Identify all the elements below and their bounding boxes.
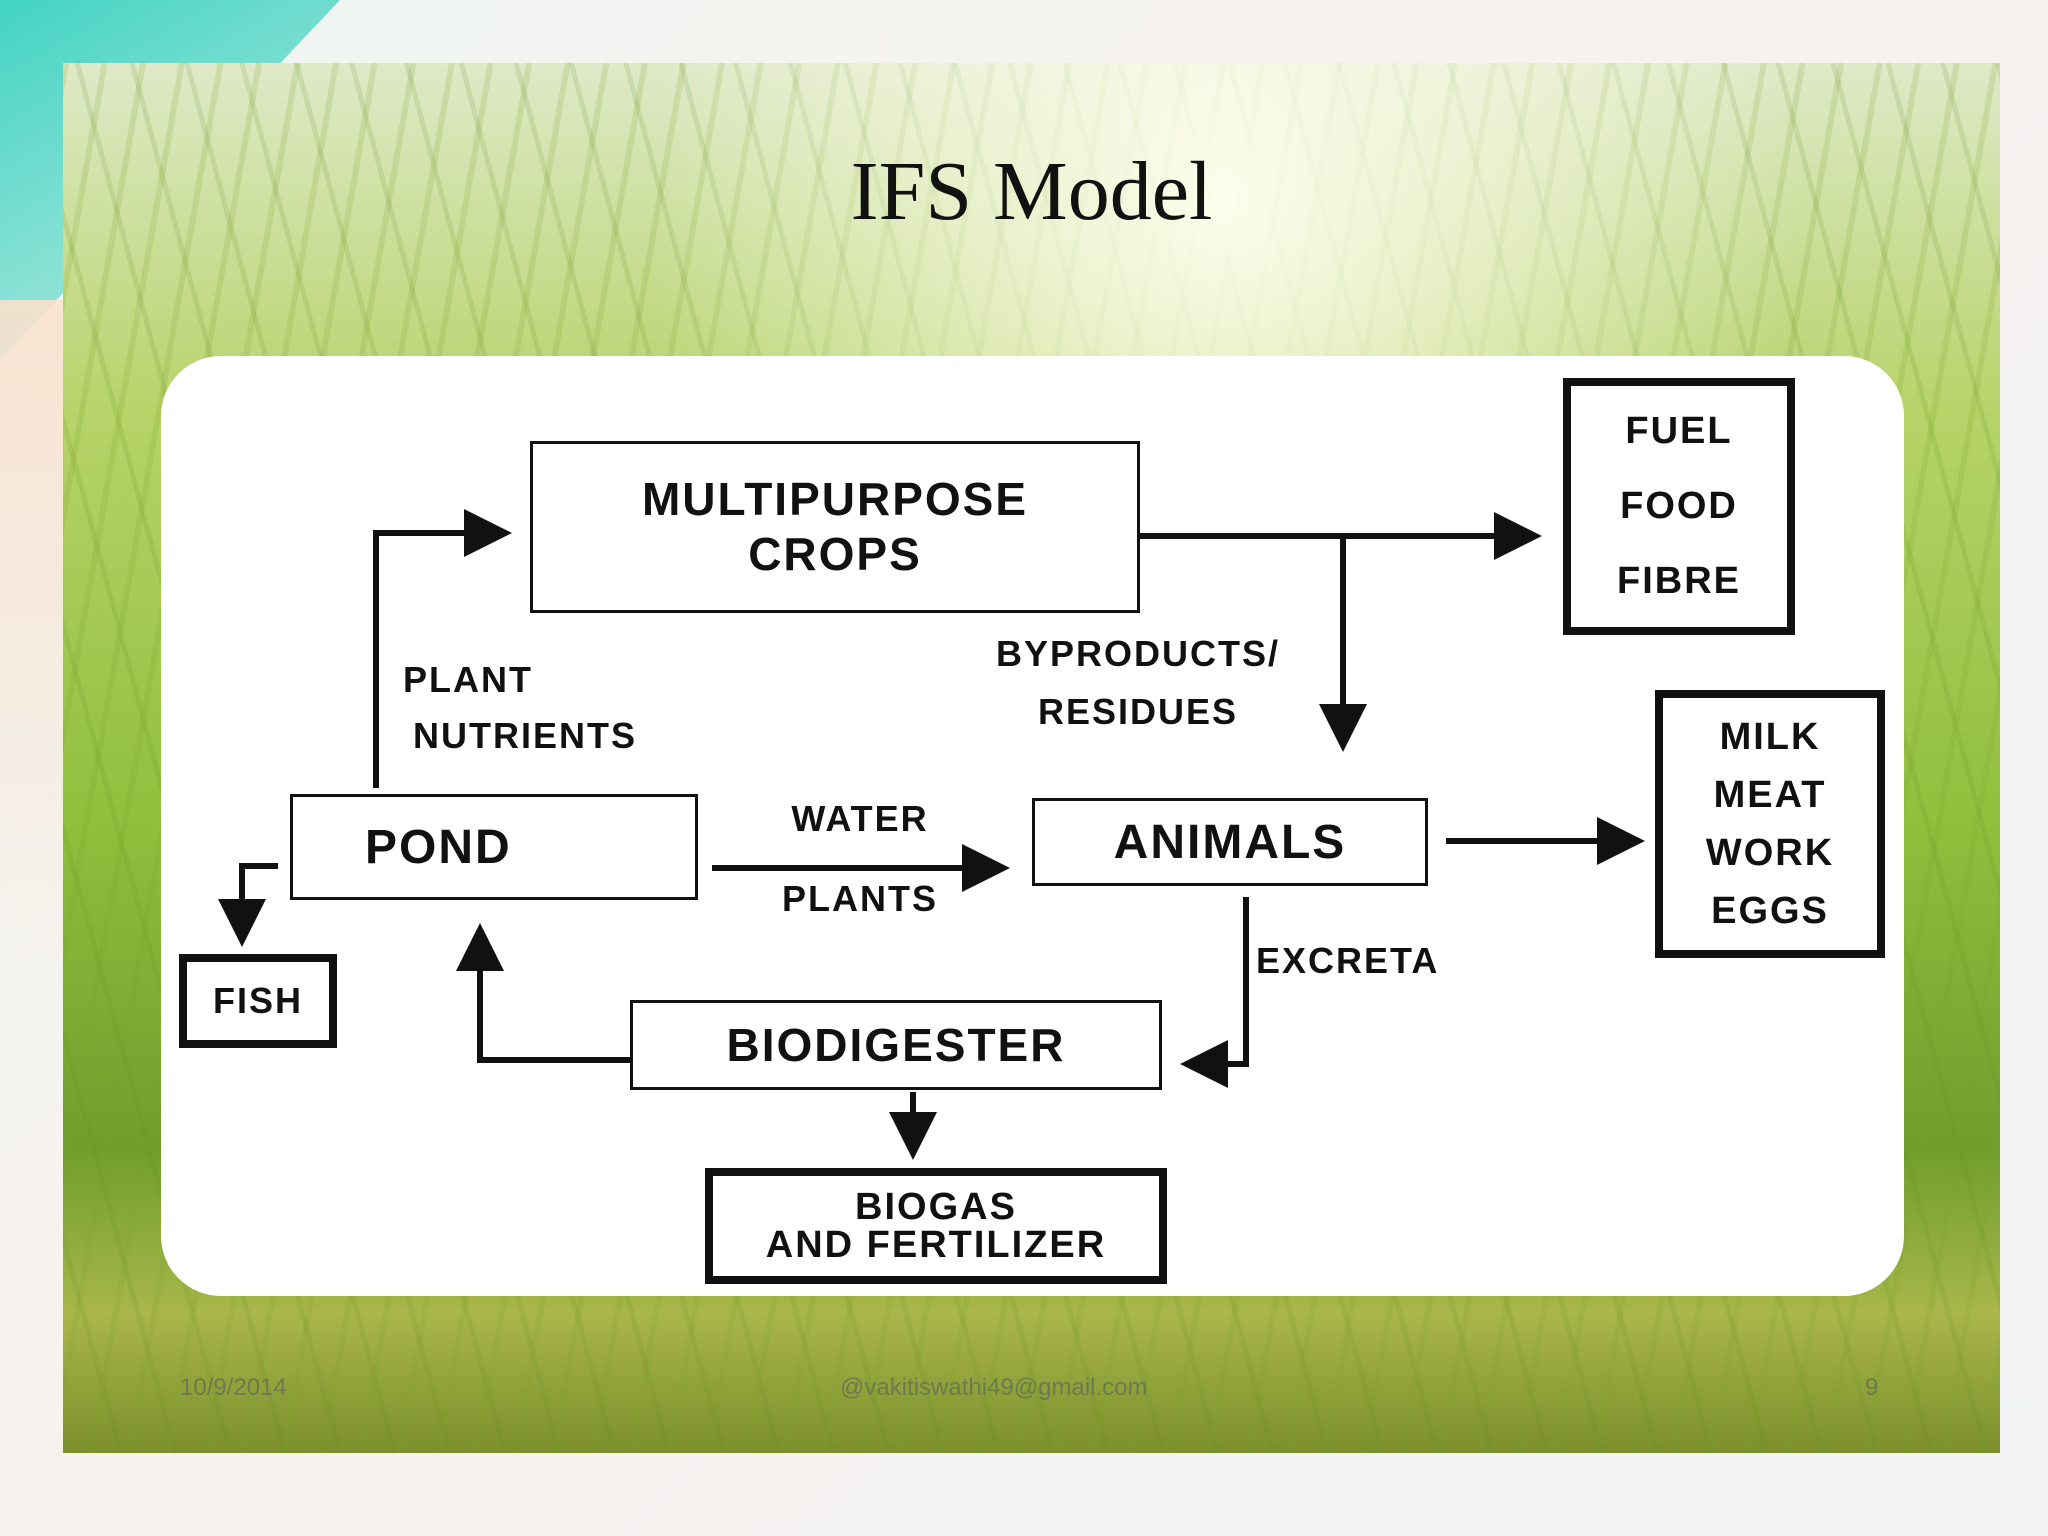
crops-label-line1: MULTIPURPOSE — [641, 472, 1029, 525]
fish-label: FISH — [212, 980, 303, 1021]
byproducts-line1: BYPRODUCTS/ — [995, 633, 1281, 674]
plant-nutrients-line2: NUTRIENTS — [413, 715, 637, 756]
fish-box: FISH — [179, 954, 337, 1048]
crops-label-line2: CROPS — [748, 528, 922, 580]
biogas-fertilizer-box: BIOGAS AND FERTILIZER — [705, 1168, 1167, 1284]
output-eggs: EGGS — [1711, 889, 1829, 932]
water-label: WATER — [791, 798, 929, 839]
byproducts-label: BYPRODUCTS/ RESIDUES — [958, 625, 1318, 741]
biogas-line1: BIOGAS — [855, 1186, 1017, 1228]
water-plants-label: WATER PLANTS — [750, 798, 970, 920]
plant-nutrients-line1: PLANT — [403, 659, 533, 700]
output-work: WORK — [1705, 831, 1835, 874]
slide-title: IFS Model — [850, 145, 1213, 238]
animals-box: ANIMALS — [1032, 798, 1428, 886]
output-milk: MILK — [1719, 715, 1821, 758]
output-food: FOOD — [1620, 485, 1738, 527]
animals-label: ANIMALS — [1113, 815, 1347, 869]
excreta-label: EXCRETA — [1256, 940, 1440, 981]
crop-outputs-box: FUEL FOOD FIBRE — [1563, 378, 1795, 635]
biodigester-box: BIODIGESTER — [630, 1000, 1162, 1090]
output-fibre: FIBRE — [1617, 560, 1741, 602]
multipurpose-crops-box: MULTIPURPOSE CROPS — [530, 441, 1140, 613]
footer-email: @vakitiswathi49@gmail.com — [840, 1374, 1148, 1401]
pond-label: POND — [365, 820, 512, 874]
byproducts-line2: RESIDUES — [1037, 691, 1239, 732]
footer-date: 10/9/2014 — [180, 1374, 287, 1401]
arrow-pond-to-fish — [218, 863, 278, 947]
arrow-pond-to-crops — [373, 509, 512, 788]
pond-box: POND — [290, 794, 698, 900]
output-meat: MEAT — [1713, 773, 1827, 816]
plant-nutrients-label: PLANT NUTRIENTS — [403, 652, 637, 764]
arrow-excreta-to-biodigester — [1180, 897, 1249, 1088]
arrow-biodigester-to-pond — [456, 923, 644, 1063]
page-number: 9 — [1865, 1374, 1879, 1401]
biodigester-label: BIODIGESTER — [726, 1019, 1066, 1071]
plants-label: PLANTS — [782, 878, 938, 919]
output-fuel: FUEL — [1625, 410, 1733, 452]
biogas-line2: AND FERTILIZER — [765, 1224, 1107, 1266]
animal-outputs-box: MILK MEAT WORK EGGS — [1655, 690, 1885, 958]
